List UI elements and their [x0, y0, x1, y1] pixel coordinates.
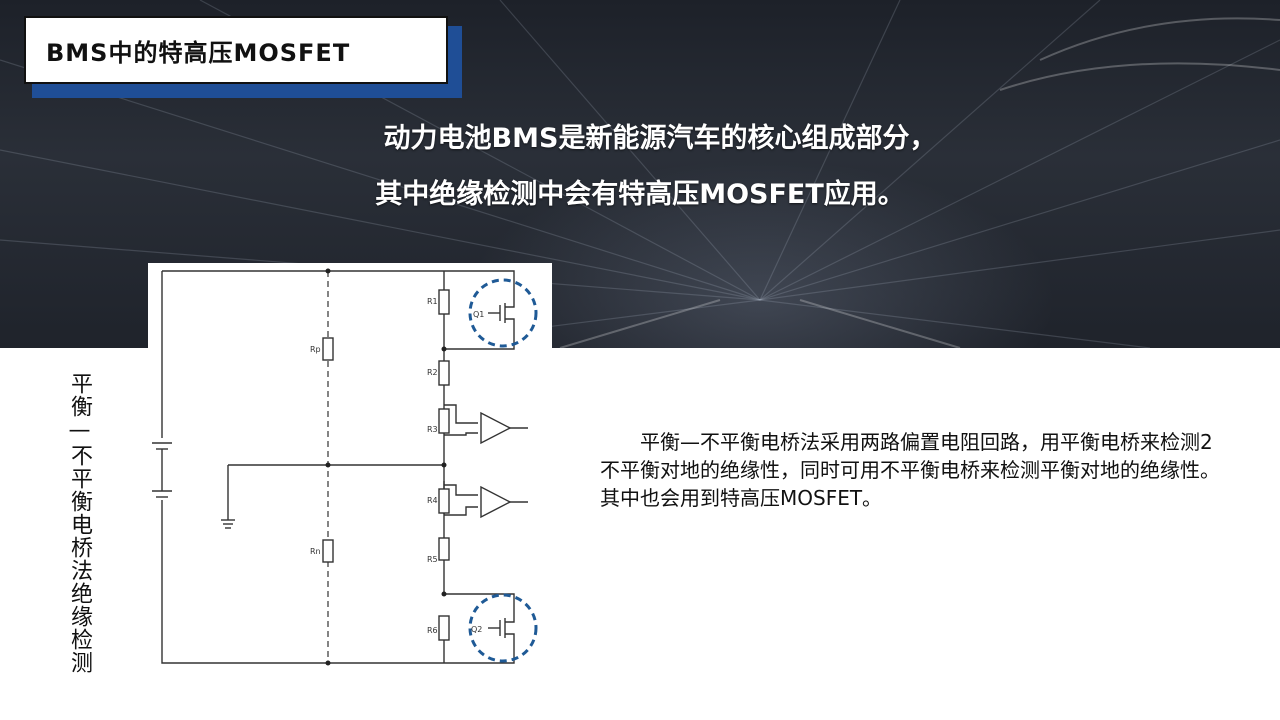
- label-q2: Q2: [471, 625, 482, 634]
- label-rp: Rp: [310, 345, 321, 354]
- label-rn: Rn: [310, 547, 321, 556]
- circuit-schematic: R1 R2 R3 R4 R5 R6 Rp Rn Q1 Q2: [152, 268, 538, 666]
- description-paragraph: 平衡—不平衡电桥法采用两路偏置电阻回路，用平衡电桥来检测2不平衡对地的绝缘性，同…: [600, 430, 1220, 510]
- label-r5: R5: [427, 555, 438, 564]
- label-r6: R6: [427, 626, 438, 635]
- label-r4: R4: [427, 496, 438, 505]
- circuit-diagram: R1 R2 R3 R4 R5 R6 Rp Rn Q1 Q2: [148, 263, 552, 677]
- subtitle-line-1: 动力电池BMS是新能源汽车的核心组成部分，: [383, 123, 937, 154]
- label-r1: R1: [427, 297, 438, 306]
- label-q1: Q1: [473, 310, 484, 319]
- label-r3: R3: [427, 425, 438, 434]
- q2-highlight-circle: [468, 593, 538, 663]
- label-r2: R2: [427, 368, 438, 377]
- page-title: BMS中的特高压MOSFET: [24, 16, 448, 84]
- q1-highlight-circle: [468, 278, 538, 348]
- subtitle-line-2: 其中绝缘检测中会有特高压MOSFET应用。: [375, 179, 905, 210]
- side-vertical-label: 平衡—不平衡电桥法绝缘检测: [67, 372, 92, 674]
